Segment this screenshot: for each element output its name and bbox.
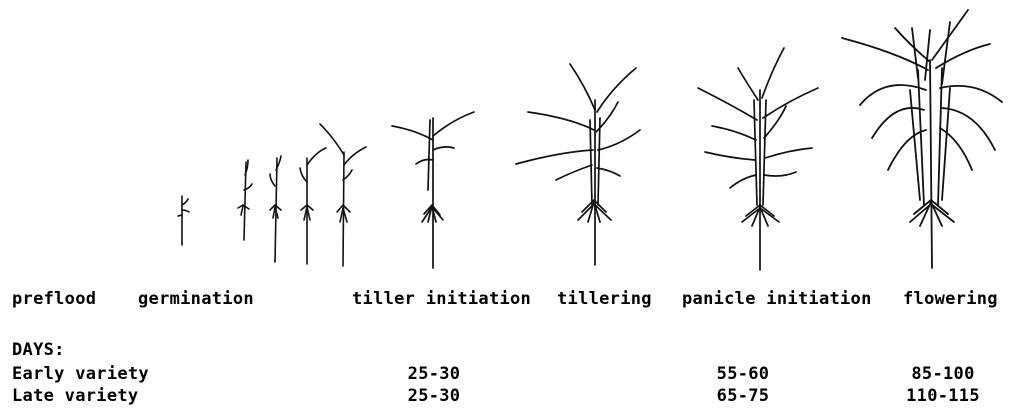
stage-label-panicle-initiation: panicle initiation xyxy=(682,289,872,309)
early-tiller-initiation-days: 25-30 xyxy=(374,364,494,384)
late-panicle-initiation-days: 65-75 xyxy=(683,386,803,406)
late-tiller-initiation-days: 25-30 xyxy=(374,386,494,406)
plant-flowering xyxy=(842,10,1002,268)
plant-seed xyxy=(178,196,189,245)
stage-label-tiller-initiation: tiller initiation xyxy=(352,289,531,309)
stage-label-germination: germination xyxy=(138,289,254,309)
stage-label-tillering: tillering xyxy=(557,289,652,309)
late-flowering-days: 110-115 xyxy=(883,386,1003,406)
plant-seedling-1 xyxy=(238,160,252,240)
stage-label-flowering: flowering xyxy=(903,289,998,309)
plant-seedling-2 xyxy=(270,156,281,262)
plant-panicle-initiation xyxy=(698,48,818,270)
late-variety-label: Late variety xyxy=(12,386,138,406)
stage-label-preflood: preflood xyxy=(12,289,96,309)
days-heading: DAYS: xyxy=(12,340,65,360)
plant-tillering xyxy=(516,64,640,265)
early-variety-label: Early variety xyxy=(12,364,149,384)
plant-seedling-3 xyxy=(300,148,326,264)
plant-tiller-initiation xyxy=(392,112,474,268)
early-panicle-initiation-days: 55-60 xyxy=(683,364,803,384)
early-flowering-days: 85-100 xyxy=(883,364,1003,384)
plant-seedling-4 xyxy=(320,124,366,266)
